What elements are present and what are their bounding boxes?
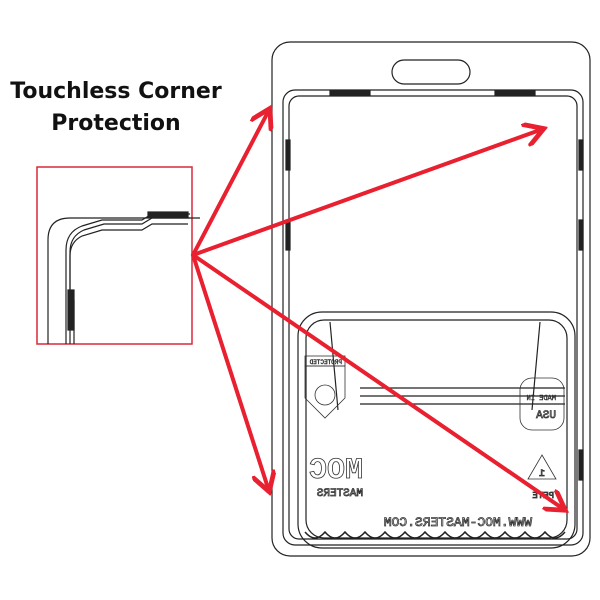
- heading: Touchless Corner Protection: [0, 76, 232, 140]
- heading-line-1: Touchless Corner: [10, 79, 222, 104]
- tray-inner: [288, 95, 578, 540]
- moc-logo-text: MOC: [309, 454, 363, 488]
- usa-text: USA: [536, 410, 556, 422]
- website-text: WWW.MOC-MASTERS.COM: [384, 515, 532, 530]
- sun-icon: [314, 384, 336, 406]
- recycle-number-text: 1: [539, 469, 545, 480]
- made-in-text: MADE IN: [527, 395, 556, 403]
- card-outline: [271, 41, 591, 557]
- arrow-bottom-left: [191, 253, 268, 488]
- hang-hole: [391, 59, 471, 85]
- arrow-top-left: [191, 112, 268, 257]
- callout-arrows: [191, 112, 562, 508]
- badge-top-text: PROTECTED: [309, 359, 342, 366]
- bubble-outer: [297, 311, 576, 549]
- badge-shield-icon: [304, 365, 346, 419]
- made-in-usa-badge: [519, 377, 565, 431]
- arrow-top-right: [191, 130, 540, 257]
- recycle-icon: [527, 454, 557, 480]
- masters-logo-text: MASTERS: [316, 488, 363, 500]
- bubble-ridge: [304, 530, 566, 539]
- corner-inset: [36, 166, 200, 345]
- arrow-bottom-right: [191, 253, 562, 508]
- heading-line-2: Protection: [51, 111, 181, 136]
- embossed-logos: MOC MASTERS WWW.MOC-MASTERS.COM PROTECTE…: [304, 355, 565, 530]
